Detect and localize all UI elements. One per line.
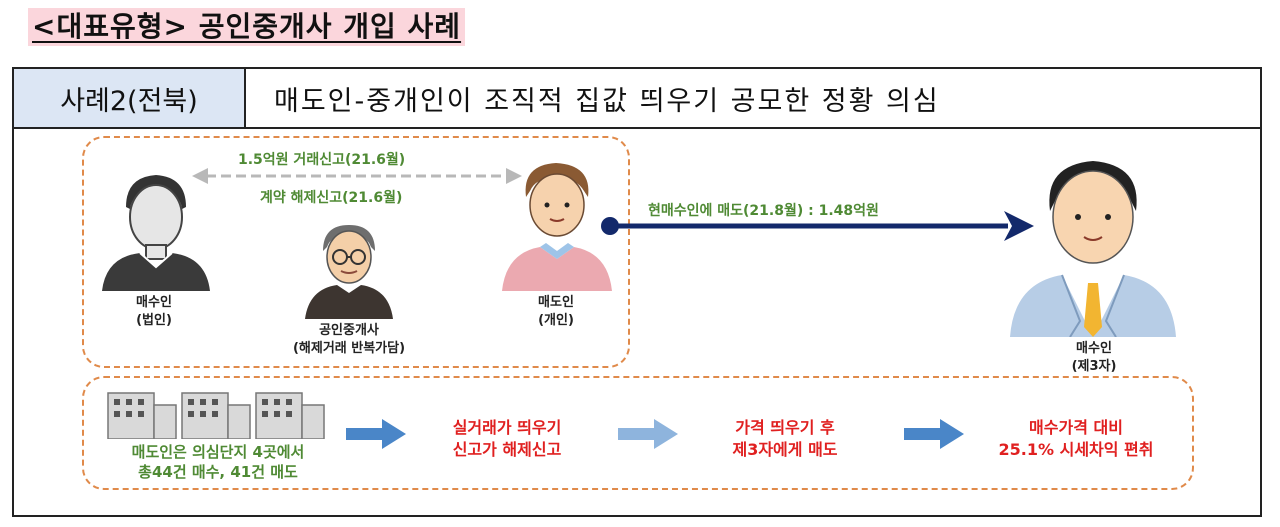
sale-to-third-label: 현매수인에 매도(21.8월) : 1.48억원 [648, 203, 879, 219]
flow-step3-line2: 제3자에게 매도 [732, 440, 838, 459]
flow-step4-line2: 25.1% 시세차익 편취 [998, 440, 1154, 459]
buyer-third-sub: (제3자) [1071, 359, 1117, 374]
case-title: 매도인-중개인이 조직적 집값 띄우기 공모한 정황 의심 [246, 69, 1260, 129]
flow-step1-line2: 총44건 매수, 41건 매도 [138, 463, 298, 481]
deal-report-label: 1.5억원 거래신고(21.6월) [238, 152, 406, 168]
cancel-report-label: 계약 해제신고(21.6월) [260, 190, 403, 206]
building-icon [107, 392, 325, 439]
person-silhouette-icon [102, 175, 210, 291]
flow-step2-line1: 실거래가 띄우기 [452, 418, 562, 437]
seller-name: 매도인 [538, 295, 574, 310]
flow-box [82, 376, 1194, 490]
double-arrow-icon [192, 168, 522, 184]
agent-person-icon [305, 225, 393, 319]
buyer-third-name: 매수인 [1076, 341, 1112, 356]
seller-person-icon [502, 163, 612, 291]
arrow-right-icon [346, 419, 406, 449]
arrow-right-icon [618, 419, 678, 449]
flow-step2-line2: 신고가 해제신고 [452, 440, 562, 459]
seller-sub: (개인) [538, 313, 574, 328]
page-title: <대표유형> 공인중개사 개입 사례 [28, 8, 466, 46]
case-frame: 사례2(전북) 매도인-중개인이 조직적 집값 띄우기 공모한 정황 의심 1.… [12, 67, 1262, 517]
case-label: 사례2(전북) [14, 69, 246, 129]
flow-step1-line1: 매도인은 의심단지 4곳에서 [131, 443, 305, 461]
flow-step3-line1: 가격 띄우기 후 [735, 418, 835, 437]
agent-name: 공인중개사 [319, 323, 379, 338]
agent-sub: (해제거래 반복가담) [292, 341, 406, 356]
buyer-corp-name: 매수인 [136, 295, 172, 310]
buyer-corp-sub: (법인) [136, 313, 172, 328]
businessman-icon [1010, 161, 1176, 337]
arrow-right-icon [601, 211, 1034, 241]
flow-step4-line1: 매수가격 대비 [1029, 418, 1123, 437]
parties-group-box [82, 136, 630, 368]
arrow-right-icon [904, 419, 964, 449]
